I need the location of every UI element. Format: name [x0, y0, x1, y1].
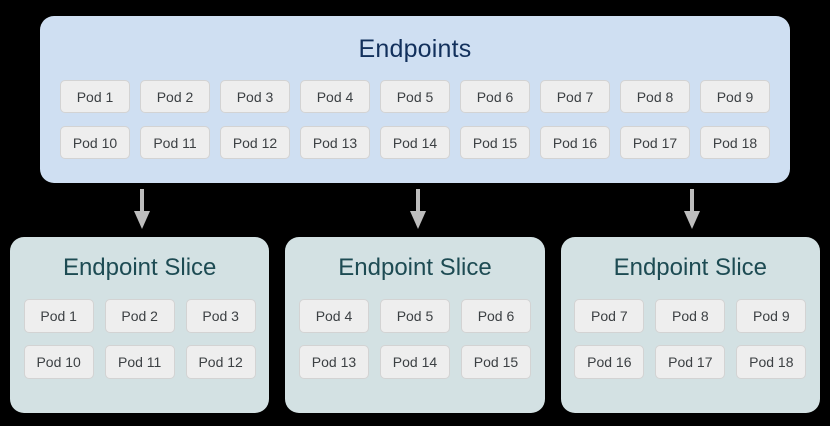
pod-chip: Pod 10 — [60, 126, 130, 159]
endpoint-slice-panel-2: Endpoint Slice Pod 4 Pod 5 Pod 6 Pod 13 … — [285, 237, 545, 413]
endpoint-slice-pod-row: Pod 16 Pod 17 Pod 18 — [561, 345, 820, 379]
pod-chip: Pod 16 — [540, 126, 610, 159]
endpoint-slices-row: Endpoint Slice Pod 1 Pod 2 Pod 3 Pod 10 … — [10, 237, 820, 413]
endpoints-title: Endpoints — [358, 35, 472, 63]
pod-chip: Pod 7 — [574, 299, 645, 333]
pod-chip: Pod 18 — [736, 345, 807, 379]
arrow-down-icon — [680, 189, 704, 229]
endpoint-slice-title: Endpoint Slice — [62, 254, 217, 281]
pod-chip: Pod 6 — [460, 299, 531, 333]
endpoint-slice-pod-grid: Pod 7 Pod 8 Pod 9 Pod 16 Pod 17 Pod 18 — [561, 299, 820, 391]
pod-chip: Pod 9 — [736, 299, 807, 333]
pod-chip: Pod 16 — [574, 345, 645, 379]
endpoint-slice-pod-grid: Pod 1 Pod 2 Pod 3 Pod 10 Pod 11 Pod 12 — [10, 299, 269, 391]
pod-chip: Pod 12 — [220, 126, 290, 159]
pod-chip: Pod 14 — [379, 345, 450, 379]
pod-chip: Pod 2 — [104, 299, 175, 333]
pod-chip: Pod 14 — [380, 126, 450, 159]
pod-chip: Pod 7 — [540, 80, 610, 113]
pod-chip: Pod 4 — [298, 299, 369, 333]
pod-chip: Pod 6 — [460, 80, 530, 113]
pod-chip: Pod 4 — [300, 80, 370, 113]
pod-chip: Pod 15 — [460, 345, 531, 379]
endpoint-slice-title: Endpoint Slice — [338, 254, 492, 281]
endpoints-pod-grid: Pod 1 Pod 2 Pod 3 Pod 4 Pod 5 Pod 6 Pod … — [40, 80, 790, 172]
pod-chip: Pod 8 — [655, 299, 726, 333]
endpoint-slice-panel-1: Endpoint Slice Pod 1 Pod 2 Pod 3 Pod 10 … — [10, 237, 270, 413]
pod-chip: Pod 12 — [185, 345, 256, 379]
pod-chip: Pod 18 — [700, 126, 770, 159]
pod-chip: Pod 1 — [60, 80, 130, 113]
endpoint-slice-pod-grid: Pod 4 Pod 5 Pod 6 Pod 13 Pod 14 Pod 15 — [285, 299, 544, 391]
pod-chip: Pod 2 — [140, 80, 210, 113]
endpoints-pod-row: Pod 10 Pod 11 Pod 12 Pod 13 Pod 14 Pod 1… — [40, 126, 790, 159]
endpoint-slice-pod-row: Pod 13 Pod 14 Pod 15 — [285, 345, 544, 379]
endpoint-slice-pod-row: Pod 10 Pod 11 Pod 12 — [10, 345, 269, 379]
pod-chip: Pod 3 — [220, 80, 290, 113]
pod-chip: Pod 3 — [185, 299, 256, 333]
endpoint-slice-title: Endpoint Slice — [613, 254, 768, 281]
pod-chip: Pod 1 — [23, 299, 94, 333]
pod-chip: Pod 17 — [655, 345, 726, 379]
pod-chip: Pod 5 — [379, 299, 450, 333]
pod-chip: Pod 5 — [380, 80, 450, 113]
endpoints-pod-row: Pod 1 Pod 2 Pod 3 Pod 4 Pod 5 Pod 6 Pod … — [40, 80, 790, 113]
pod-chip: Pod 11 — [140, 126, 210, 159]
pod-chip: Pod 13 — [298, 345, 369, 379]
arrow-down-icon — [406, 189, 430, 229]
pod-chip: Pod 15 — [460, 126, 530, 159]
endpoint-slice-pod-row: Pod 1 Pod 2 Pod 3 — [10, 299, 269, 333]
pod-chip: Pod 9 — [700, 80, 770, 113]
pod-chip: Pod 13 — [300, 126, 370, 159]
pod-chip: Pod 11 — [104, 345, 175, 379]
pod-chip: Pod 8 — [620, 80, 690, 113]
endpoints-panel: Endpoints Pod 1 Pod 2 Pod 3 Pod 4 Pod 5 … — [40, 16, 790, 183]
endpoint-slice-pod-row: Pod 4 Pod 5 Pod 6 — [285, 299, 544, 333]
arrow-down-icon — [130, 189, 154, 229]
pod-chip: Pod 17 — [620, 126, 690, 159]
endpoint-slice-pod-row: Pod 7 Pod 8 Pod 9 — [561, 299, 820, 333]
pod-chip: Pod 10 — [23, 345, 94, 379]
endpoint-slice-panel-3: Endpoint Slice Pod 7 Pod 8 Pod 9 Pod 16 … — [560, 237, 820, 413]
